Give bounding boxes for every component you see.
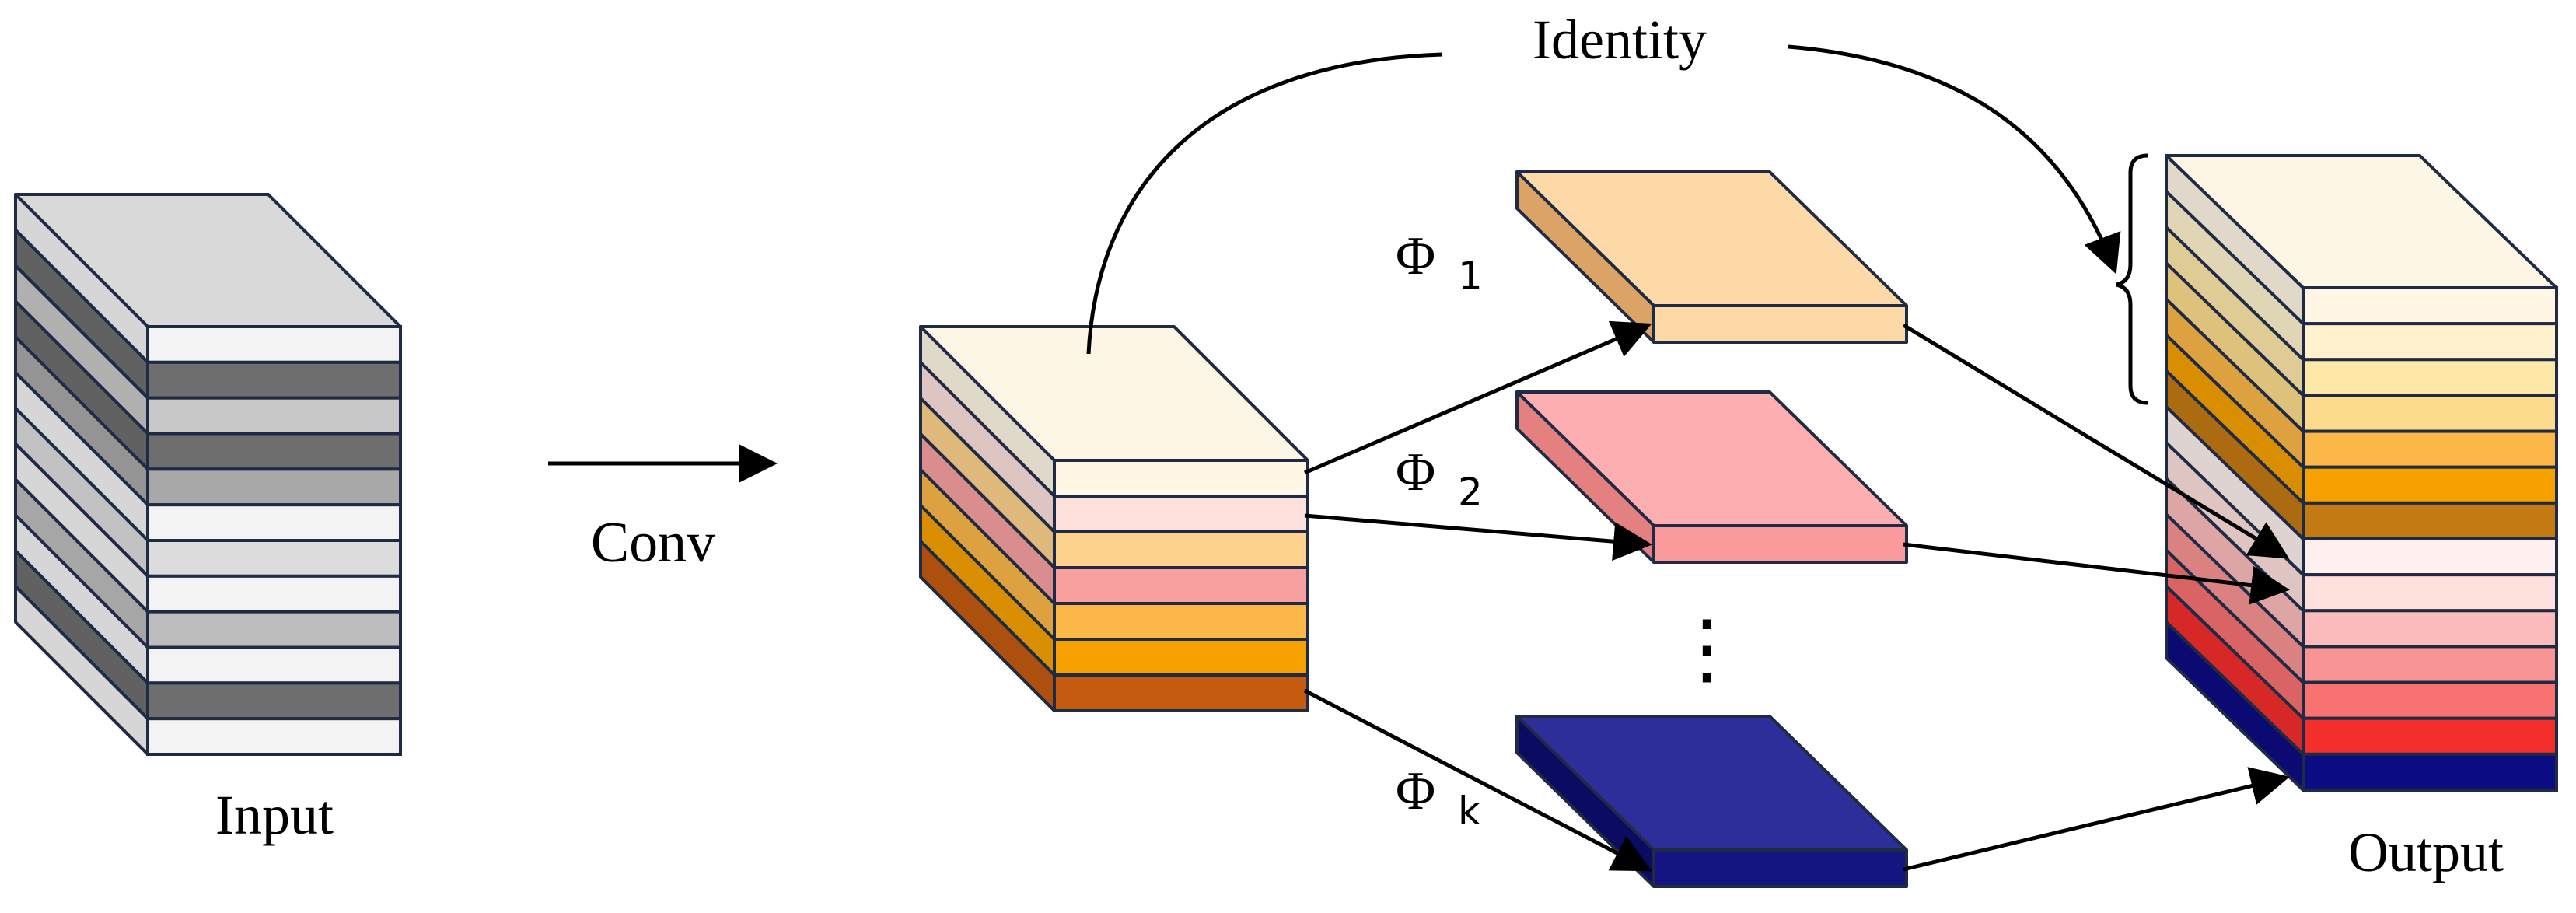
intrinsic-layer [1053,638,1309,677]
svg-text:Φ: Φ [1396,226,1435,286]
svg-text:1: 1 [1458,254,1483,299]
output-layer [2302,358,2558,397]
input-label: Input [215,784,334,846]
input-layer [146,467,402,507]
output-layer [2302,286,2558,326]
arrow-phik-to-output [1903,767,2290,872]
svg-text:Φ: Φ [1396,761,1435,821]
arrow-conv-to-phi1 [1304,320,1652,475]
intrinsic-layer [1053,566,1309,605]
output-layer [2302,609,2558,649]
output-layer [2302,752,2558,792]
output-layer [2302,501,2558,540]
arrow-conv-to-phik [1303,688,1652,872]
output-layer [2302,645,2558,684]
intrinsic-layer [1053,530,1309,569]
output-label: Output [2348,821,2504,883]
input-layer [146,503,402,543]
phi1-front-face [1652,304,1908,344]
output-layer [2302,322,2558,362]
input-layer [146,645,402,685]
output-layer [2302,537,2558,577]
identity-label: Identity [1533,9,1707,71]
svg-text:2: 2 [1458,470,1483,515]
arrow-conv-to-phi2 [1304,513,1652,561]
phi-k-label: Φ k [1396,761,1480,834]
phi-1-feature-map [1515,170,1908,344]
phi-k-feature-map [1515,715,1908,888]
input-layer [146,396,402,436]
input-layer [146,717,402,757]
intrinsic-layer [1053,602,1309,641]
output-layer [2302,716,2558,756]
identity-arrow [1788,44,2121,275]
input-layer [146,360,402,400]
conv-label: Conv [591,511,715,575]
arrow-phi1-to-output [1902,323,2290,559]
output-layer [2302,680,2558,720]
phi-2-label: Φ 2 [1396,443,1483,515]
phi-2-feature-map [1515,390,1908,564]
arrow-phi2-to-output [1903,542,2290,605]
input-feature-map [14,193,402,757]
phi-1-label: Φ 1 [1396,226,1483,299]
input-layer [146,432,402,471]
identity-brace [2116,153,2148,405]
output-layer [2302,465,2558,505]
input-layer [146,681,402,721]
identity-curve-left [1086,52,1443,355]
output-feature-map [2165,154,2558,792]
input-layer [146,539,402,578]
intrinsic-feature-map [919,325,1309,712]
output-layer [2302,394,2558,433]
ellipsis: ⋮ [1668,606,1746,692]
svg-text:k: k [1458,789,1480,834]
intrinsic-layer [1053,673,1309,712]
output-layer [2302,429,2558,469]
svg-text:Φ: Φ [1396,443,1435,502]
input-layer [146,610,402,649]
intrinsic-layer [1053,495,1309,533]
phi2-front-face [1652,524,1908,564]
output-layer [2302,573,2558,613]
intrinsic-layer [1053,459,1309,498]
phik-front-face [1652,848,1908,888]
input-layer [146,325,402,364]
input-layer [146,574,402,614]
